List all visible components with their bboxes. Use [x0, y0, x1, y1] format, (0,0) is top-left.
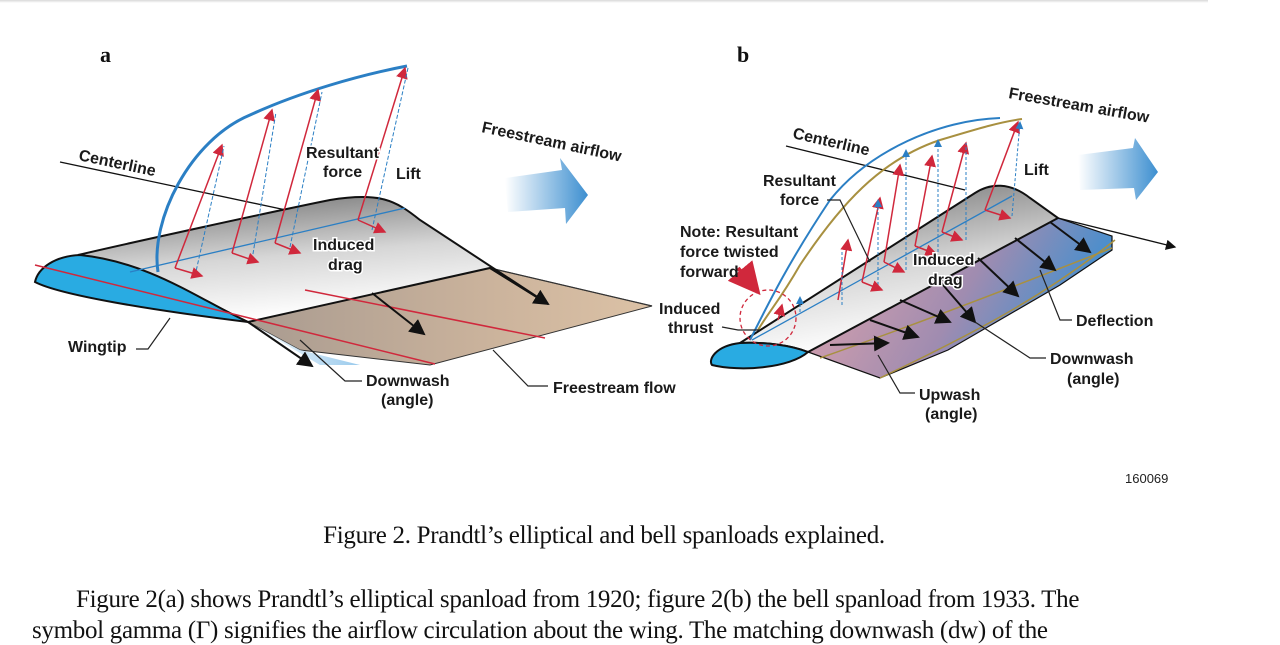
- page-top-shadow: [0, 0, 1208, 3]
- axis-arrow-b: [1057, 217, 1177, 250]
- panel-b-letter: b: [737, 42, 749, 67]
- bell-spanload-curve-tan: [757, 118, 1023, 331]
- body-text-line-1: Figure 2(a) shows Prandtl’s elliptical s…: [76, 586, 1080, 613]
- induced-drag-label-b: Induced: [913, 252, 974, 269]
- induced-thrust-label-2: thrust: [668, 320, 714, 337]
- panel-a: a: [33, 42, 676, 409]
- lift-label-a: Lift: [396, 166, 422, 183]
- sheet-edge-tan-2: [879, 239, 1116, 379]
- quarter-chord-line-b: [751, 195, 1013, 341]
- induced-thrust-highlight-circle: [739, 289, 797, 347]
- note-label-1: Note: Resultant: [680, 224, 799, 241]
- induced-thrust-label: Induced: [659, 301, 720, 318]
- freestream-airflow-arrow-a: [505, 158, 588, 224]
- elliptical-spanload-curve: [155, 64, 408, 273]
- note-label-2: force twisted: [680, 244, 779, 261]
- freestream-red-line: [304, 289, 546, 339]
- sheet-edge: [489, 267, 653, 307]
- wingtip-leader: [136, 317, 171, 350]
- freestream-airflow-arrow-b: [1078, 138, 1158, 200]
- downwash-arrows-b: [829, 221, 1092, 352]
- deflection-label: Deflection: [1076, 313, 1153, 330]
- freestream-airflow-label-a: Freestream airflow: [480, 119, 623, 165]
- upwash-label: Upwash: [919, 387, 980, 404]
- downwash-leader-b: [974, 321, 1046, 359]
- centerline-label-b: Centerline: [791, 125, 871, 159]
- resultant-force-label-b-2: force: [780, 192, 819, 209]
- panel-a-letter: a: [100, 42, 111, 67]
- downwash-arrow: [489, 267, 550, 306]
- resultant-force-label-a-2: force: [323, 164, 362, 181]
- figure-caption: Figure 2. Prandtl’s elliptical and bell …: [323, 522, 885, 549]
- force-vectors-b: [773, 120, 1024, 321]
- freestream-flow-leader: [492, 349, 548, 387]
- freestream-airflow-label-b: Freestream airflow: [1007, 85, 1151, 127]
- downwash-label-b-2: (angle): [1067, 371, 1119, 388]
- lift-label-b: Lift: [1024, 162, 1050, 179]
- downwash-label-a: Downwash: [366, 373, 450, 390]
- deflection-leader: [1039, 269, 1072, 321]
- downwash-label-a-2: (angle): [381, 392, 433, 409]
- pdf-page: a: [0, 0, 1208, 644]
- centerline-line: [59, 161, 301, 214]
- figure-2: a: [33, 42, 1177, 486]
- wingtip-airfoil-b: [710, 341, 810, 370]
- upwash-label-2: (angle): [925, 406, 977, 423]
- resultant-force-leader-b: [827, 199, 871, 263]
- note-label-3: forward: [680, 264, 739, 281]
- resultant-force-label-a: Resultant: [306, 145, 380, 162]
- note-pointer-arrow: [727, 260, 761, 296]
- centerline-label-a: Centerline: [77, 147, 157, 180]
- induced-drag-label-b-2: drag: [928, 272, 963, 289]
- force-vectors-a: [174, 66, 409, 279]
- resultant-force-label-b: Resultant: [763, 173, 837, 190]
- downwash-arrow: [371, 292, 426, 336]
- downwash-arrow: [247, 321, 314, 368]
- centerline-line-b: [785, 145, 966, 191]
- chord-line: [34, 264, 436, 365]
- upwash-leader: [877, 354, 915, 394]
- induced-thrust-leader: [721, 326, 760, 331]
- downwash-label-b: Downwash: [1050, 351, 1134, 368]
- panel-b: b: [659, 42, 1177, 423]
- downwash-leader: [299, 339, 362, 382]
- body-text-line-2: symbol gamma (Γ) signifies the airflow c…: [32, 617, 1048, 644]
- freestream-flow-label: Freestream flow: [553, 380, 676, 397]
- wingtip-label: Wingtip: [68, 339, 127, 356]
- figure-id: 160069: [1125, 471, 1168, 486]
- induced-drag-label-a-2: drag: [328, 257, 363, 274]
- induced-drag-label-a: Induced: [313, 237, 374, 254]
